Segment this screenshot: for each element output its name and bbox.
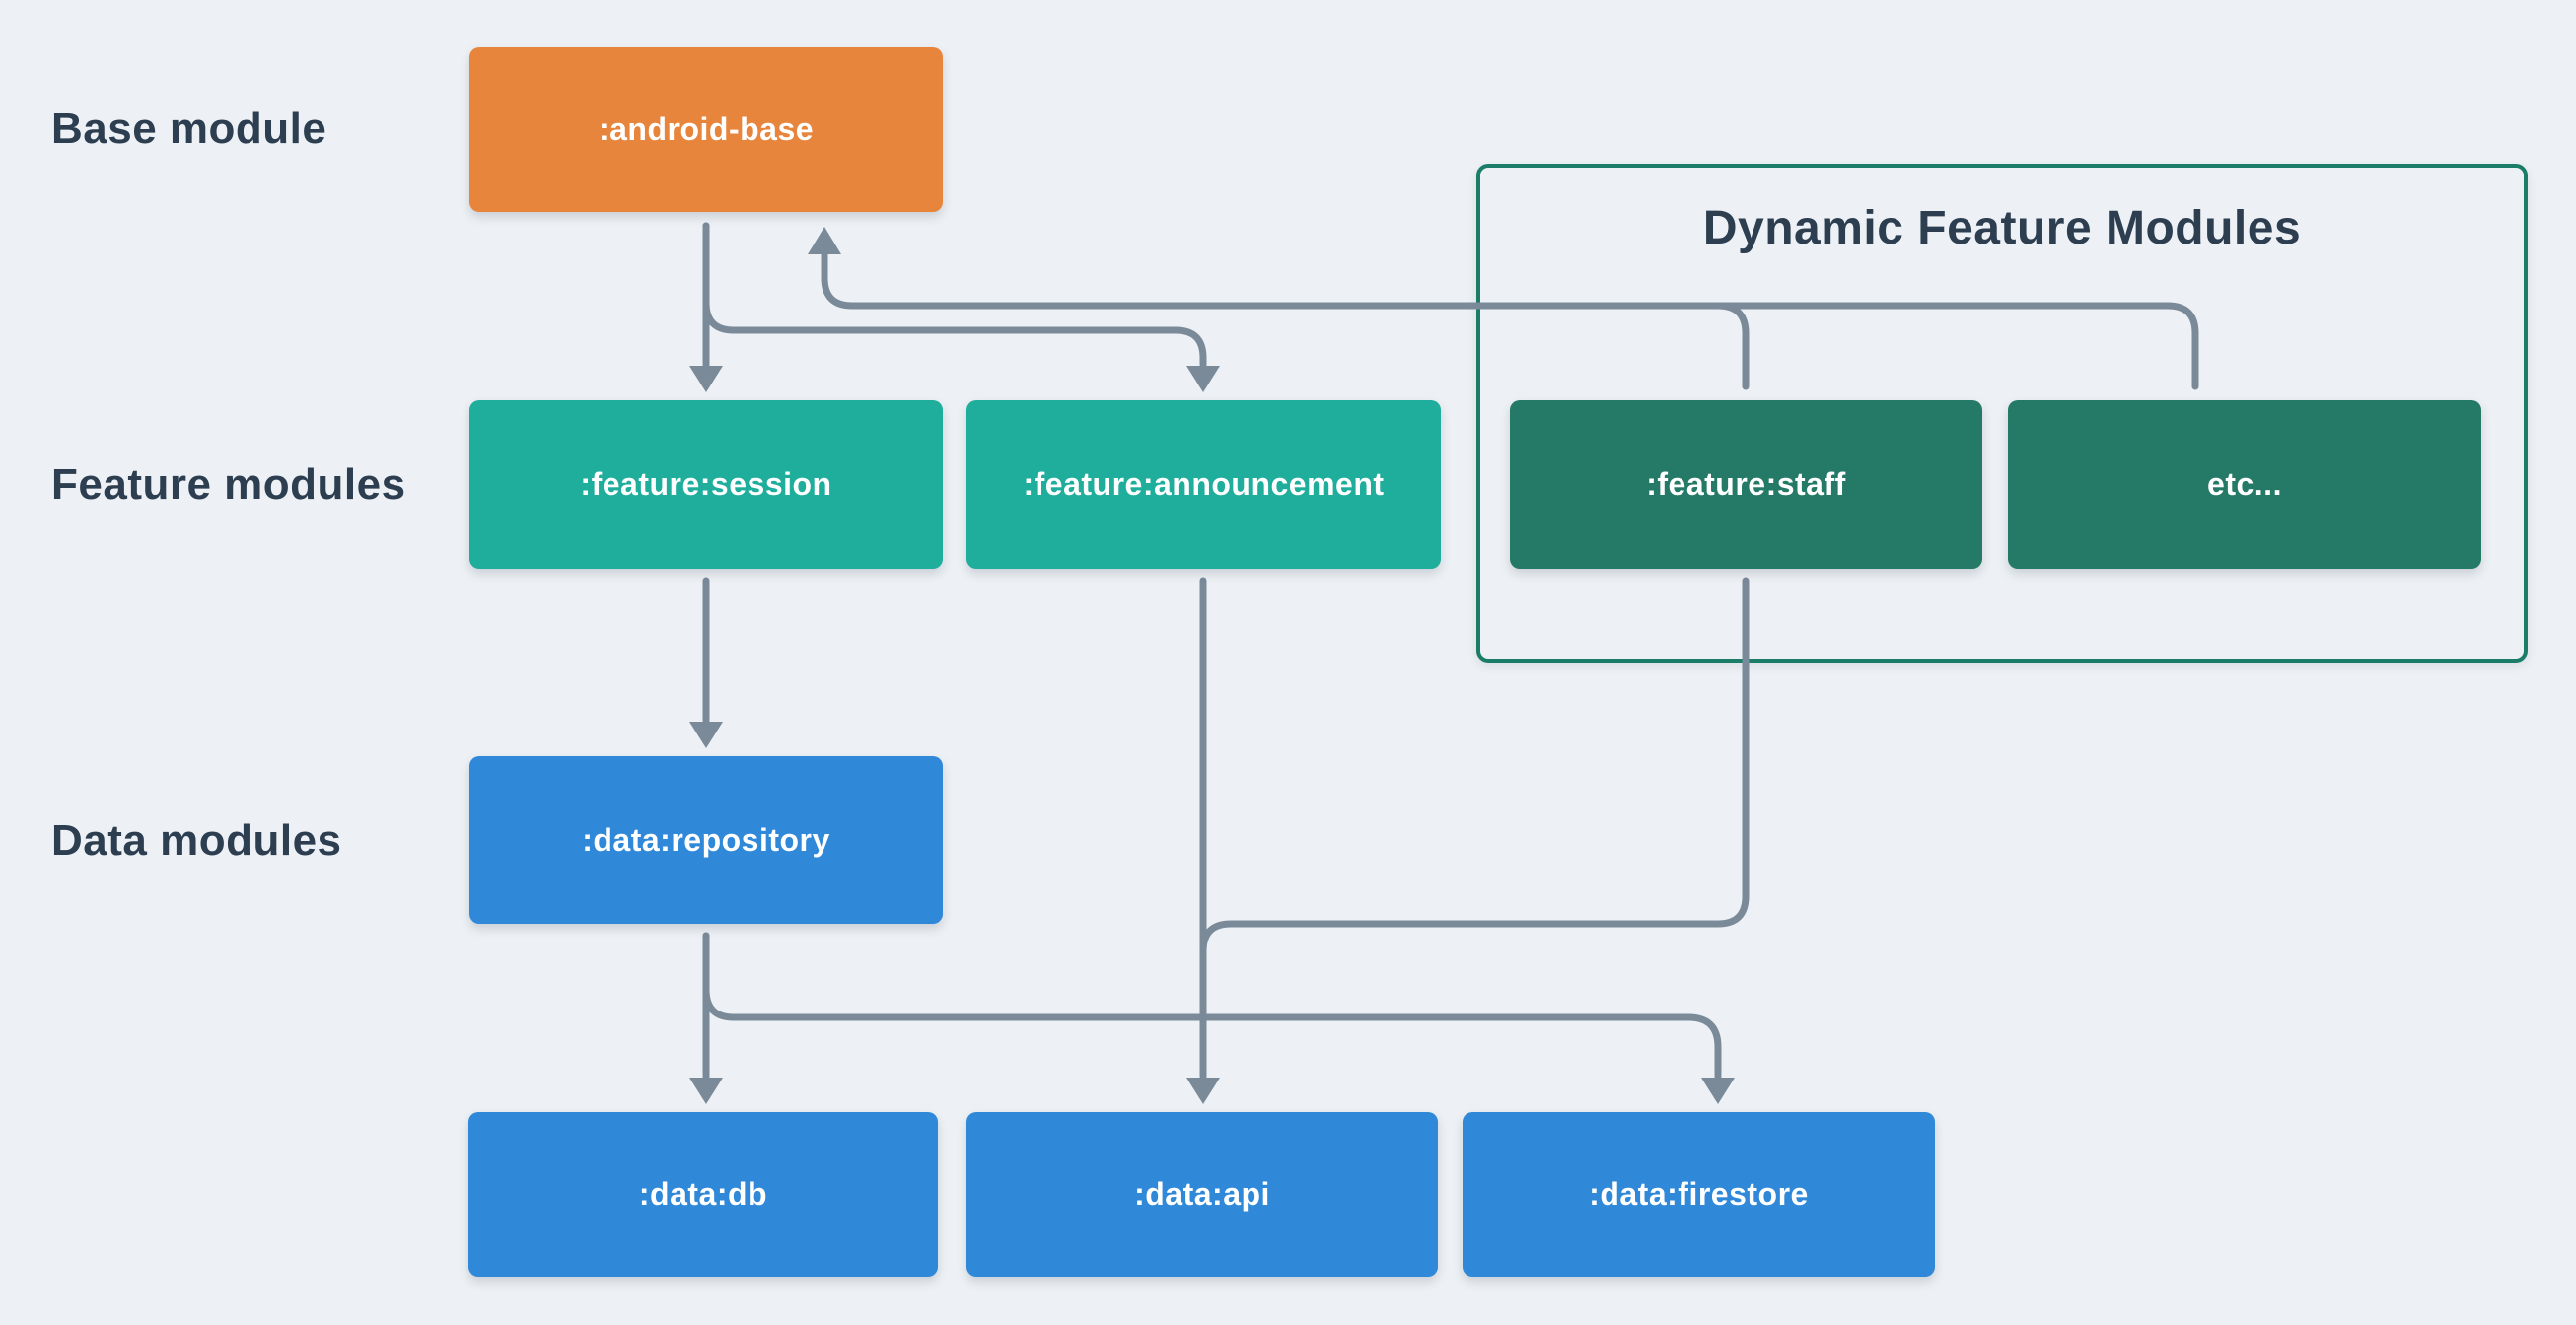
node-data-firestore: :data:firestore [1463,1112,1935,1277]
node-feature-session: :feature:session [469,400,943,569]
node-data-db: :data:db [468,1112,938,1277]
dynamic-feature-modules-title: Dynamic Feature Modules [1702,202,2302,254]
node-feature-announcement: :feature:announcement [966,400,1441,569]
row-label-base-module: Base module [51,105,327,153]
node-etc: etc... [2008,400,2481,569]
edge-repository-to-firestore [702,932,1735,1104]
edge-base-to-announcement [702,222,1220,392]
row-label-feature-modules: Feature modules [51,460,406,509]
edge-staff-to-api [1199,577,1750,990]
row-label-data-modules: Data modules [51,816,342,865]
edge-session-to-repository [689,577,723,748]
node-data-repository: :data:repository [469,756,943,924]
node-android-base: :android-base [469,47,943,212]
edge-staff-etc-to-base [808,227,2199,390]
node-feature-staff: :feature:staff [1510,400,1982,569]
edge-announcement-to-api [1186,577,1220,1104]
node-data-api: :data:api [966,1112,1438,1277]
dynamic-feature-modules-container: Dynamic Feature Modules [1476,164,2528,662]
